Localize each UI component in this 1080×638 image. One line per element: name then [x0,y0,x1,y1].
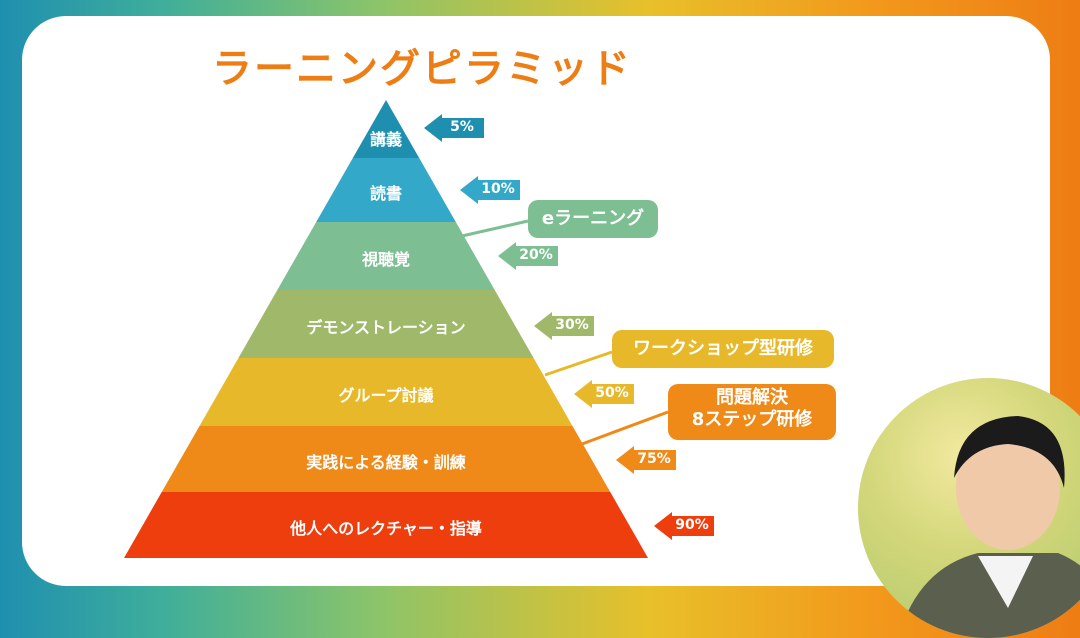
retention-rate-7: 90% [675,517,709,533]
tier-label-7: 他人へのレクチャー・指導 [290,519,482,538]
retention-arrow-3 [498,242,558,270]
tier-label-6: 実践による経験・訓練 [306,453,466,472]
tier-label-4: デモンストレーション [306,318,466,337]
callout-elearning: eラーニング [528,200,658,238]
tier-label-1: 講義 [369,130,402,149]
presenter-figure [898,416,1080,638]
pyramid-tier-2 [316,158,456,222]
connector-problem [581,410,669,446]
tier-label-5: グループ討議 [338,386,434,405]
connector-elearning [461,219,529,238]
retention-arrow-4 [534,312,594,340]
pyramid-diagram [124,100,714,558]
retention-rate-2: 10% [481,181,515,197]
retention-arrow-6 [616,446,676,474]
callout-problem-solving: 問題解決 8ステップ研修 [668,384,836,440]
retention-rate-1: 5% [450,119,474,135]
pyramid-tier-6 [161,426,611,492]
retention-rate-5: 50% [595,385,629,401]
retention-arrow-7 [654,512,714,540]
retention-rate-3: 20% [519,247,553,263]
retention-rate-4: 30% [555,317,589,333]
pyramid-tier-7 [124,492,648,558]
connector-workshop [544,350,613,377]
tier-label-2: 読書 [369,184,402,203]
pyramid-tier-3 [277,222,495,290]
pyramid-tier-5 [199,358,573,426]
callout-problem-line1: 問題解決 [716,387,788,408]
retention-rate-6: 75% [637,451,671,467]
callout-workshop: ワークショップ型研修 [612,330,834,368]
retention-arrow-1 [424,114,484,142]
callout-problem-line2: 8ステップ研修 [691,409,813,430]
pyramid-tier-1 [352,100,420,158]
retention-arrow-5 [574,380,634,408]
tier-label-3: 視聴覚 [361,250,410,269]
slide-title: ラーニングピラミッド [212,46,632,92]
presenter-avatar [858,378,1080,638]
retention-arrow-2 [460,176,520,204]
pyramid-tier-4 [238,290,534,358]
